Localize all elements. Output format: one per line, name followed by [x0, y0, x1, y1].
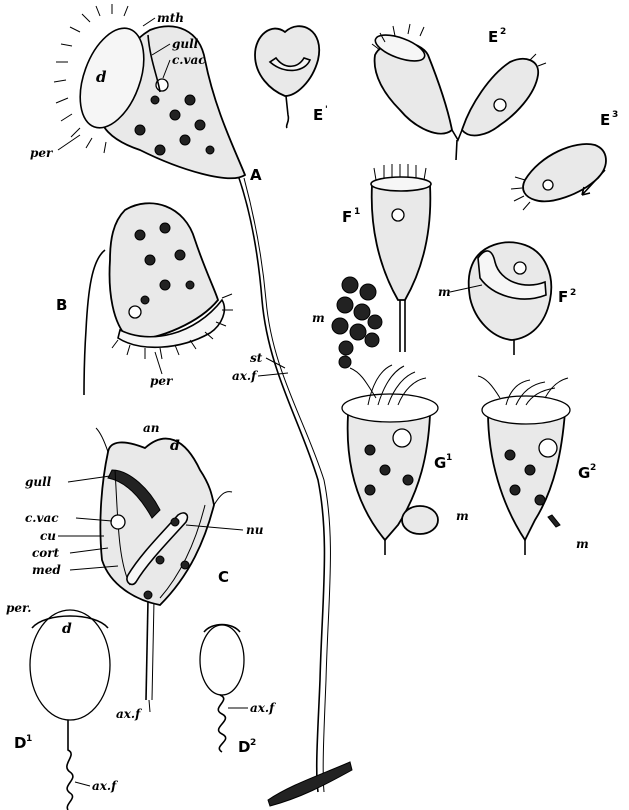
label-axf-d2: ax.f [250, 701, 276, 715]
label-axf-c: ax.f [116, 707, 142, 721]
zooid-body-e3 [523, 144, 606, 201]
zooid-body-f1 [372, 181, 431, 300]
label-cort: cort [32, 546, 60, 560]
label-m-f1: m [312, 311, 325, 325]
figure-sup-d1: 1 [26, 734, 32, 744]
stalk-e1 [286, 96, 288, 128]
contractile-vacuole-c [111, 515, 125, 529]
figure-letter-d1: D [14, 734, 26, 752]
label-per: per [30, 146, 54, 160]
label-m-g2: m [576, 537, 589, 551]
figure-sup-g1: 1 [446, 453, 452, 463]
microgonidium-g2 [548, 515, 560, 527]
figure-letter-c: C [218, 568, 229, 586]
stalk-f1 [400, 300, 405, 352]
label-d-c: d [170, 438, 180, 454]
figure-e2: E 2 [372, 24, 546, 160]
label-axf-d1: ax.f [92, 779, 118, 793]
label-d-d1: d [62, 621, 72, 637]
peristome-g1 [342, 394, 438, 422]
stalk-c-inner [152, 600, 154, 700]
figure-g1: m G 1 [342, 365, 469, 555]
stalk [238, 175, 324, 792]
stalk-d1 [67, 720, 73, 810]
stalk-d2 [218, 695, 225, 752]
figure-letter-e3: E [600, 111, 610, 129]
label-m-g1: m [456, 509, 469, 523]
figure-d2: ax.f D 2 [200, 625, 276, 757]
label-per-d1: per. [6, 601, 31, 615]
label-st: st [250, 351, 263, 365]
figure-f2: m F 2 [438, 242, 576, 355]
figure-sup-f1: 1 [354, 207, 360, 217]
figure-letter-f1: F [342, 208, 352, 226]
stalk-base [268, 762, 352, 806]
figure-sup-g2: 2 [590, 463, 596, 473]
label-disc: d [96, 68, 107, 86]
leader-st [258, 358, 288, 376]
figure-sup-f2: 2 [570, 288, 576, 298]
label-axf-main: ax.f [232, 369, 258, 383]
figure-sup-d2: 2 [250, 738, 256, 748]
microgonidia-cluster [332, 277, 382, 368]
figure-sup-e2: 2 [500, 27, 506, 37]
figure-letter-g1: G [434, 454, 446, 472]
contractile-vacuole-b [129, 306, 141, 318]
stalk-e2 [452, 130, 462, 160]
label-an: an [143, 421, 160, 435]
label-cvac-c: c.vac [25, 511, 59, 525]
figure-f1: m F 1 [312, 164, 431, 368]
label-per-b: per [150, 374, 174, 388]
figure-letter-d2: D [238, 738, 250, 756]
figure-e1: E ' [255, 26, 328, 128]
figure-letter-b: B [56, 296, 67, 314]
peristome-g2 [482, 396, 570, 424]
label-nu: nu [246, 523, 264, 537]
zooid-body-e2b [462, 59, 538, 136]
label-m-f2: m [438, 285, 451, 299]
label-cu: cu [40, 529, 56, 543]
label-gull-c: gull [25, 475, 52, 489]
zooid-body-d2 [200, 625, 244, 695]
label-gull: gull [172, 37, 199, 51]
figure-sup-e3: 3 [612, 110, 618, 120]
label-mth: mth [157, 11, 184, 25]
figure-sup-e1: ' [325, 105, 328, 115]
figure-d1: per. d ax.f D 1 [6, 601, 118, 810]
figure-letter-f2: F [558, 288, 568, 306]
microgonidium-g1 [402, 506, 438, 534]
stalk-inner [244, 178, 330, 792]
figure-e3: E 3 [511, 110, 618, 210]
figure-letter-e2: E [488, 28, 498, 46]
stalk-c [146, 600, 148, 700]
stalk-b [84, 250, 105, 395]
figure-g2: m G 2 [478, 376, 596, 555]
figure-letter-g2: G [578, 464, 590, 482]
leader-axf-d1 [75, 782, 90, 786]
figure-letter-e1: E [313, 106, 323, 124]
label-med: med [32, 563, 61, 577]
label-cvac: c.vac [172, 53, 206, 67]
figure-b: B per [56, 203, 233, 395]
figure-letter-a: A [250, 166, 262, 184]
disc-f1 [371, 177, 431, 191]
